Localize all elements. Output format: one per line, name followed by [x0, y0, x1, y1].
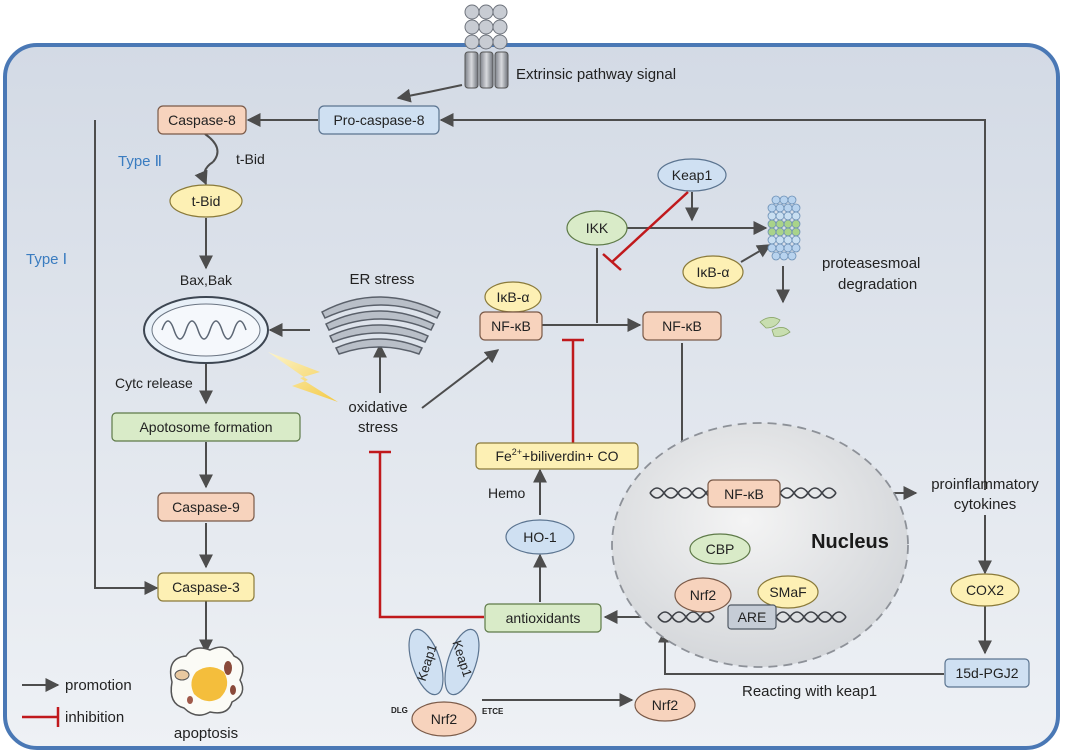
- ikba-oval-2: [682, 255, 744, 289]
- apoptotic-cell-icon: [169, 646, 244, 716]
- caspase-9-box: [157, 492, 255, 522]
- proinflam-label-2: cytokines: [954, 496, 1017, 513]
- tbid-oval-label: t-Bid: [192, 193, 221, 209]
- smaf-label: SMaF: [769, 584, 806, 600]
- keap1-label: Keap1: [672, 167, 713, 183]
- apoptosis-label: apoptosis: [174, 725, 238, 742]
- degraded-fragments-icon: [759, 317, 791, 337]
- antioxidants-label: antioxidants: [506, 610, 581, 626]
- ho1-label: HO-1: [523, 529, 557, 545]
- receptor-icon: [464, 4, 509, 89]
- legend-promotion-label: promotion: [65, 677, 132, 694]
- keap1-oval: [657, 158, 727, 192]
- nrf2-free-oval: [634, 688, 696, 722]
- caspase-3-box: [157, 572, 255, 602]
- hemo-label: Hemo: [488, 485, 526, 501]
- nucleus-label: Nucleus: [811, 531, 889, 553]
- fe-rest: +biliverdin+ CO: [522, 448, 619, 464]
- nfkb-label-3: NF-κB: [724, 486, 764, 502]
- pgj2-box: [944, 658, 1030, 688]
- smaf-oval: [757, 575, 819, 609]
- ikk-label: IKK: [586, 220, 609, 236]
- nfkb-box-2: [642, 311, 722, 341]
- pro-caspase-8-label: Pro-caspase-8: [333, 112, 424, 128]
- nrf2-nucleus-oval: [674, 577, 732, 613]
- are-label: ARE: [738, 609, 767, 625]
- tbid-oval: [169, 184, 243, 218]
- complex-nrf2-label: Nrf2: [431, 711, 458, 727]
- fe-superscript: 2+: [512, 447, 522, 457]
- er-icon: [321, 296, 442, 355]
- cytc-release-label: Cytc release: [115, 375, 193, 391]
- apotosome-box: [111, 412, 301, 442]
- etce-label: ETCE: [482, 707, 504, 716]
- proinflam-label-1: proinflammatory: [931, 476, 1039, 493]
- fe-complex-label: Fe2++biliverdin+ CO: [495, 447, 618, 464]
- caspase-8-label: Caspase-8: [168, 112, 236, 128]
- oxidative-label-2: stress: [358, 419, 398, 436]
- mitochondrion-icon: [143, 296, 269, 364]
- fe-complex-box: [475, 442, 639, 470]
- proteasome-label-1: proteasesmoal: [822, 255, 920, 272]
- keap1-nrf2-complex: [408, 628, 480, 737]
- nfkb-box-3: [707, 479, 781, 508]
- caspase-9-label: Caspase-9: [172, 499, 240, 515]
- proteasome-icon: [767, 195, 801, 261]
- nrf2-free-label: Nrf2: [652, 697, 679, 713]
- pgj2-label: 15d-PGJ2: [955, 665, 1018, 681]
- dlg-label: DLG: [391, 706, 408, 715]
- oxidative-label-1: oxidative: [348, 399, 407, 416]
- ikba-label-1: IκB-α: [497, 289, 530, 305]
- cox2-oval: [950, 573, 1020, 607]
- nfkb-label-2: NF-κB: [662, 318, 702, 334]
- tbid-arrow-label: t-Bid: [236, 151, 265, 167]
- are-box: [727, 604, 777, 630]
- bax-bak-label: Bax,Bak: [180, 272, 233, 288]
- cbp-label: CBP: [706, 541, 735, 557]
- fe-text: Fe: [495, 448, 512, 464]
- antioxidants-box: [484, 603, 602, 633]
- ho1-oval: [505, 519, 575, 555]
- er-stress-label: ER stress: [349, 271, 414, 288]
- nfkb-label-1: NF-κB: [491, 318, 531, 334]
- reacting-label: Reacting with keap1: [742, 683, 877, 700]
- caspase-3-label: Caspase-3: [172, 579, 240, 595]
- cox2-label: COX2: [966, 582, 1004, 598]
- nfkb-box-1: [479, 311, 543, 341]
- type-2-label: Type Ⅱ: [118, 153, 162, 170]
- pro-caspase-8-box: [318, 105, 440, 135]
- type-1-label: Type Ⅰ: [26, 251, 67, 268]
- signal-label: Extrinsic pathway signal: [516, 66, 676, 83]
- apotosome-label: Apotosome formation: [139, 419, 272, 435]
- ikk-oval: [566, 210, 628, 246]
- ikba-label-2: IκB-α: [697, 264, 730, 280]
- legend: promotion inhibition: [22, 677, 132, 726]
- cbp-oval: [689, 533, 751, 565]
- legend-inhibition-label: inhibition: [65, 709, 124, 726]
- proteasome-label-2: degradation: [838, 276, 917, 293]
- cell-membrane: [3, 43, 1060, 750]
- dna-strand-lower-icon: [657, 611, 847, 623]
- nrf2-nucleus-label: Nrf2: [690, 587, 717, 603]
- caspase-8-box: [157, 105, 247, 135]
